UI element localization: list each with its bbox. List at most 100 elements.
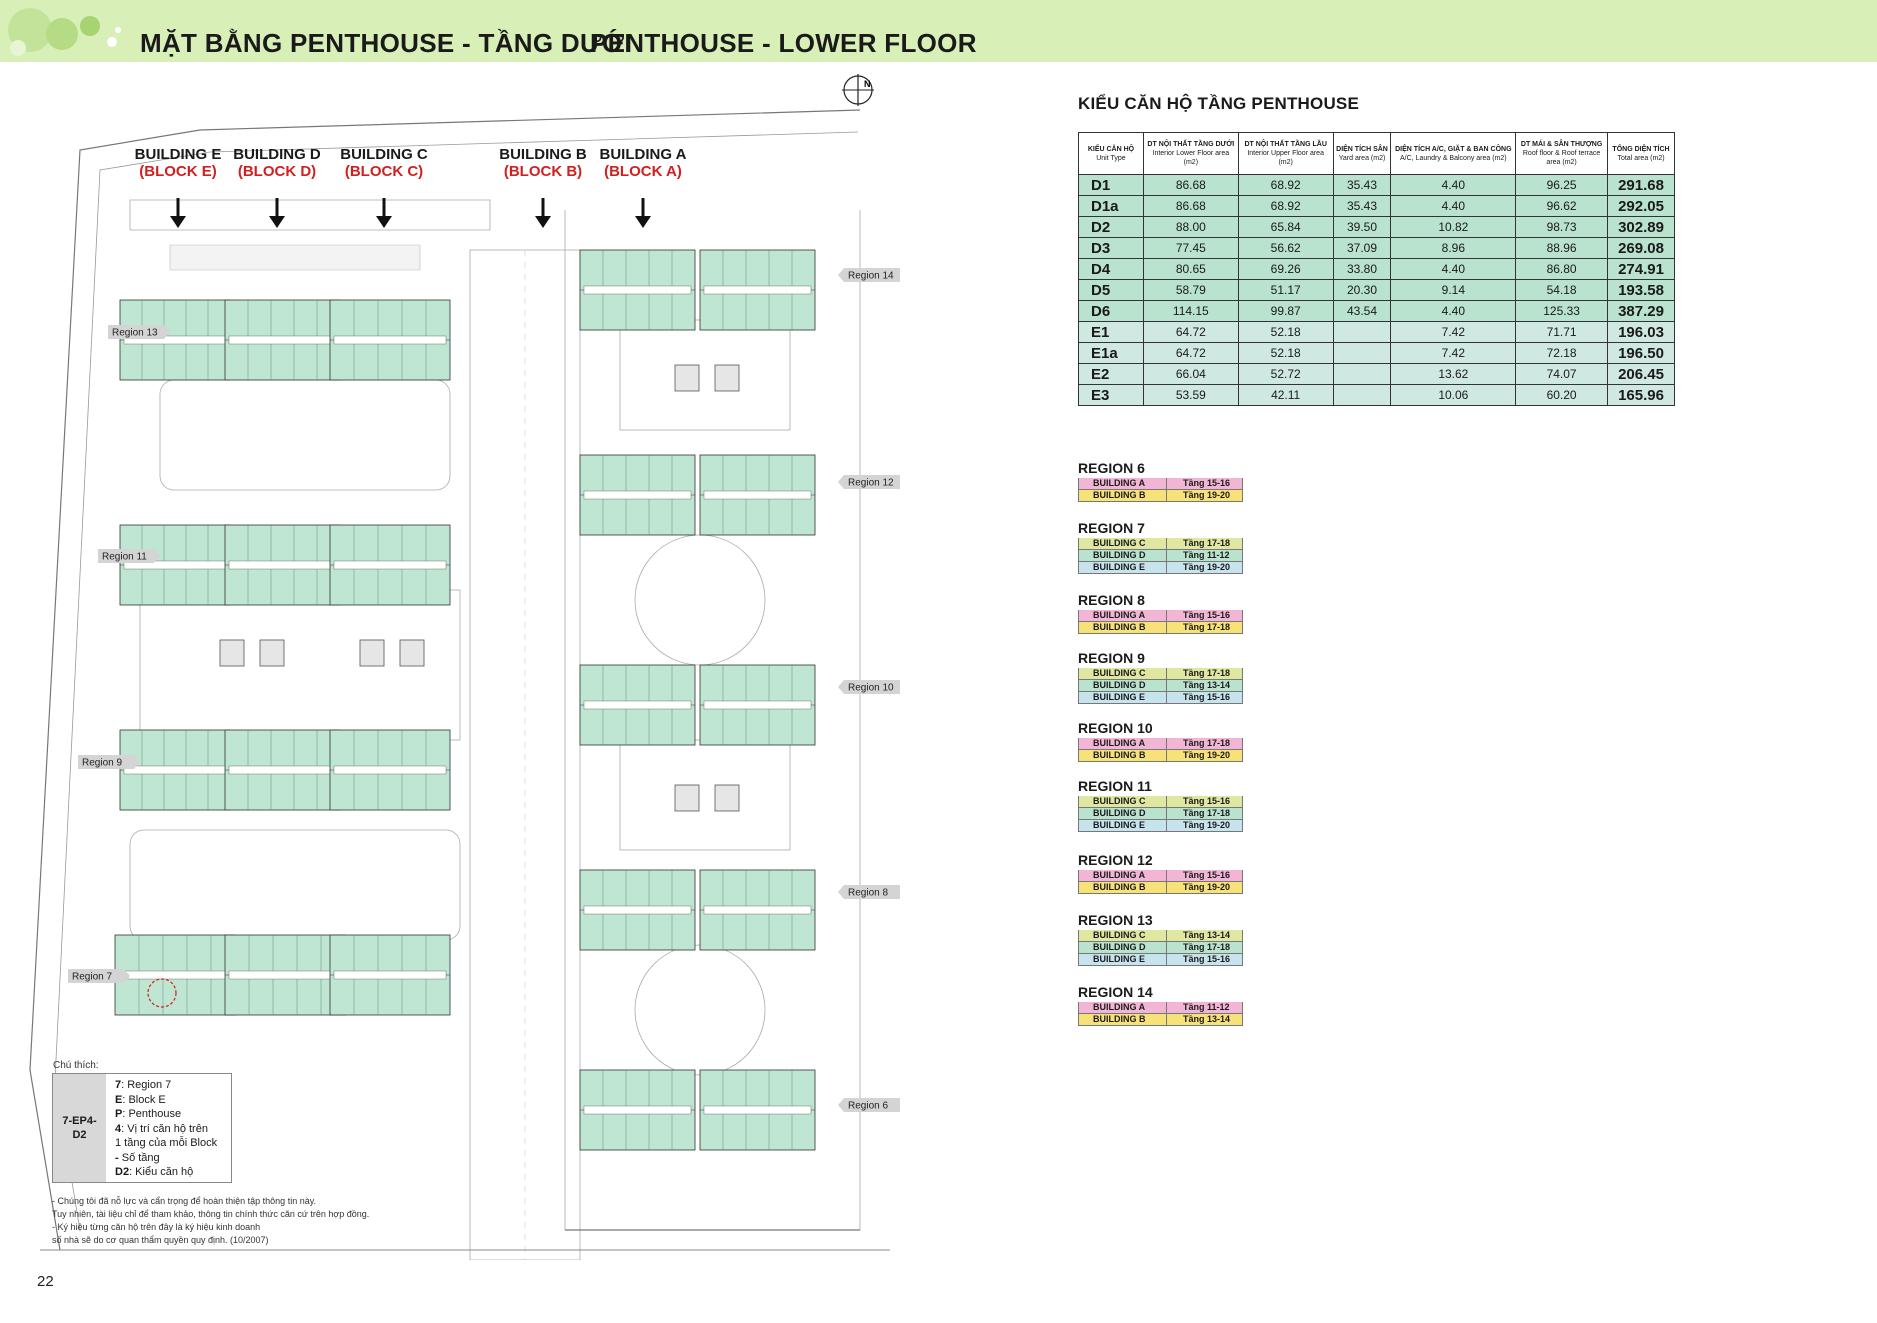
region-floors: Tầng 11-12: [1183, 1002, 1230, 1012]
penthouse-unit-block: [579, 664, 696, 746]
legend-line: 4: Vị trí căn hộ trên: [115, 1122, 208, 1135]
table-cell-roof: 98.73: [1515, 216, 1609, 238]
table-cell-total: 387.29: [1607, 300, 1675, 322]
region-name: REGION 11: [1078, 778, 1152, 794]
table-cell-roof: 54.18: [1515, 279, 1609, 301]
table-cell-ac: 4.40: [1390, 195, 1517, 217]
highlight-circle: [147, 978, 177, 1008]
legend-line: - Số tầng: [115, 1151, 160, 1164]
penthouse-unit-block: [329, 729, 451, 811]
table-cell-upper: 68.92: [1237, 195, 1334, 217]
table-cell-code: E1a: [1078, 342, 1144, 364]
table-cell-yard: 35.43: [1332, 174, 1392, 196]
north-label: N: [864, 79, 871, 89]
down-arrow-icon: [170, 198, 186, 228]
page-number: 22: [37, 1273, 54, 1290]
table-cell-roof: 71.71: [1515, 321, 1609, 343]
penthouse-unit-block: [329, 299, 451, 381]
penthouse-unit-block: [224, 299, 341, 381]
penthouse-unit-block: [119, 299, 231, 381]
table-cell-yard: 43.54: [1332, 300, 1392, 322]
unit-table-title: KIỂU CĂN HỘ TẦNG PENTHOUSE: [1078, 94, 1359, 113]
note-line: - Ký hiệu từng căn hộ trên đây là ký hiệ…: [52, 1222, 261, 1232]
table-cell-total: 269.08: [1607, 237, 1675, 259]
region-row: BUILDING D Tầng 11-12: [1078, 550, 1243, 562]
region-building: BUILDING D: [1079, 808, 1167, 819]
region-building: BUILDING B: [1079, 750, 1167, 761]
penthouse-unit-block: [224, 524, 341, 606]
table-cell-lower: 64.72: [1142, 342, 1239, 364]
table-cell-lower: 86.68: [1142, 195, 1239, 217]
region-floors: Tầng 15-16: [1183, 692, 1231, 702]
table-cell-upper: 68.92: [1237, 174, 1334, 196]
region-building: BUILDING C: [1079, 930, 1167, 941]
region-building: BUILDING C: [1079, 796, 1167, 807]
legend-line: 7: Region 7: [115, 1079, 172, 1091]
table-cell-lower: 77.45: [1142, 237, 1239, 259]
region-tag: Region 11: [98, 549, 160, 563]
legend-code-line2: D2: [72, 1129, 87, 1141]
region-floors: Tầng 19-20: [1183, 490, 1231, 500]
region-floors: Tầng 15-16: [1183, 870, 1231, 880]
table-cell-ac: 4.40: [1390, 258, 1517, 280]
region-building: BUILDING E: [1079, 562, 1167, 573]
region-floors: Tầng 13-14: [1183, 680, 1231, 690]
region-tag-label: Region 11: [102, 552, 147, 563]
penthouse-unit-block: [224, 934, 346, 1016]
region-floors: Tầng 19-20: [1183, 750, 1231, 760]
region-name: REGION 7: [1078, 520, 1145, 536]
table-cell-upper: 52.18: [1237, 321, 1334, 343]
building-name: BUILDING B: [499, 146, 587, 163]
region-floors: Tầng 17-18: [1183, 622, 1231, 632]
down-arrow-icon: [635, 198, 651, 228]
region-row: BUILDING E Tầng 19-20: [1078, 562, 1243, 574]
region-building: BUILDING D: [1079, 550, 1167, 561]
down-arrow-icon: [269, 198, 285, 228]
region-floors: Tầng 11-12: [1183, 550, 1230, 560]
region-building: BUILDING A: [1079, 1002, 1167, 1013]
region-floors: Tầng 19-20: [1183, 562, 1231, 572]
penthouse-unit-block: [329, 934, 451, 1016]
region-tag: Region 7: [68, 969, 130, 983]
table-cell-roof: 96.25: [1515, 174, 1609, 196]
table-cell-upper: 56.62: [1237, 237, 1334, 259]
table-cell-roof: 125.33: [1515, 300, 1609, 322]
table-cell-code: E1: [1078, 321, 1144, 343]
legend-code: 7-EP4- D2: [53, 1074, 106, 1182]
table-cell-roof: 96.62: [1515, 195, 1609, 217]
region-tag-label: Region 7: [72, 972, 112, 983]
table-cell-yard: [1332, 363, 1392, 385]
penthouse-unit-block: [119, 729, 231, 811]
penthouse-unit-block: [699, 1069, 816, 1151]
table-cell-lower: 53.59: [1142, 384, 1239, 406]
block-name: (BLOCK B): [504, 163, 582, 180]
penthouse-unit-block: [329, 524, 451, 606]
table-cell-ac: 10.06: [1390, 384, 1517, 406]
region-floors: Tầng 17-18: [1183, 668, 1231, 678]
legend-line: P: Penthouse: [115, 1108, 182, 1120]
table-cell-total: 193.58: [1607, 279, 1675, 301]
table-cell-roof: 60.20: [1515, 384, 1609, 406]
table-cell-code: D1a: [1078, 195, 1144, 217]
